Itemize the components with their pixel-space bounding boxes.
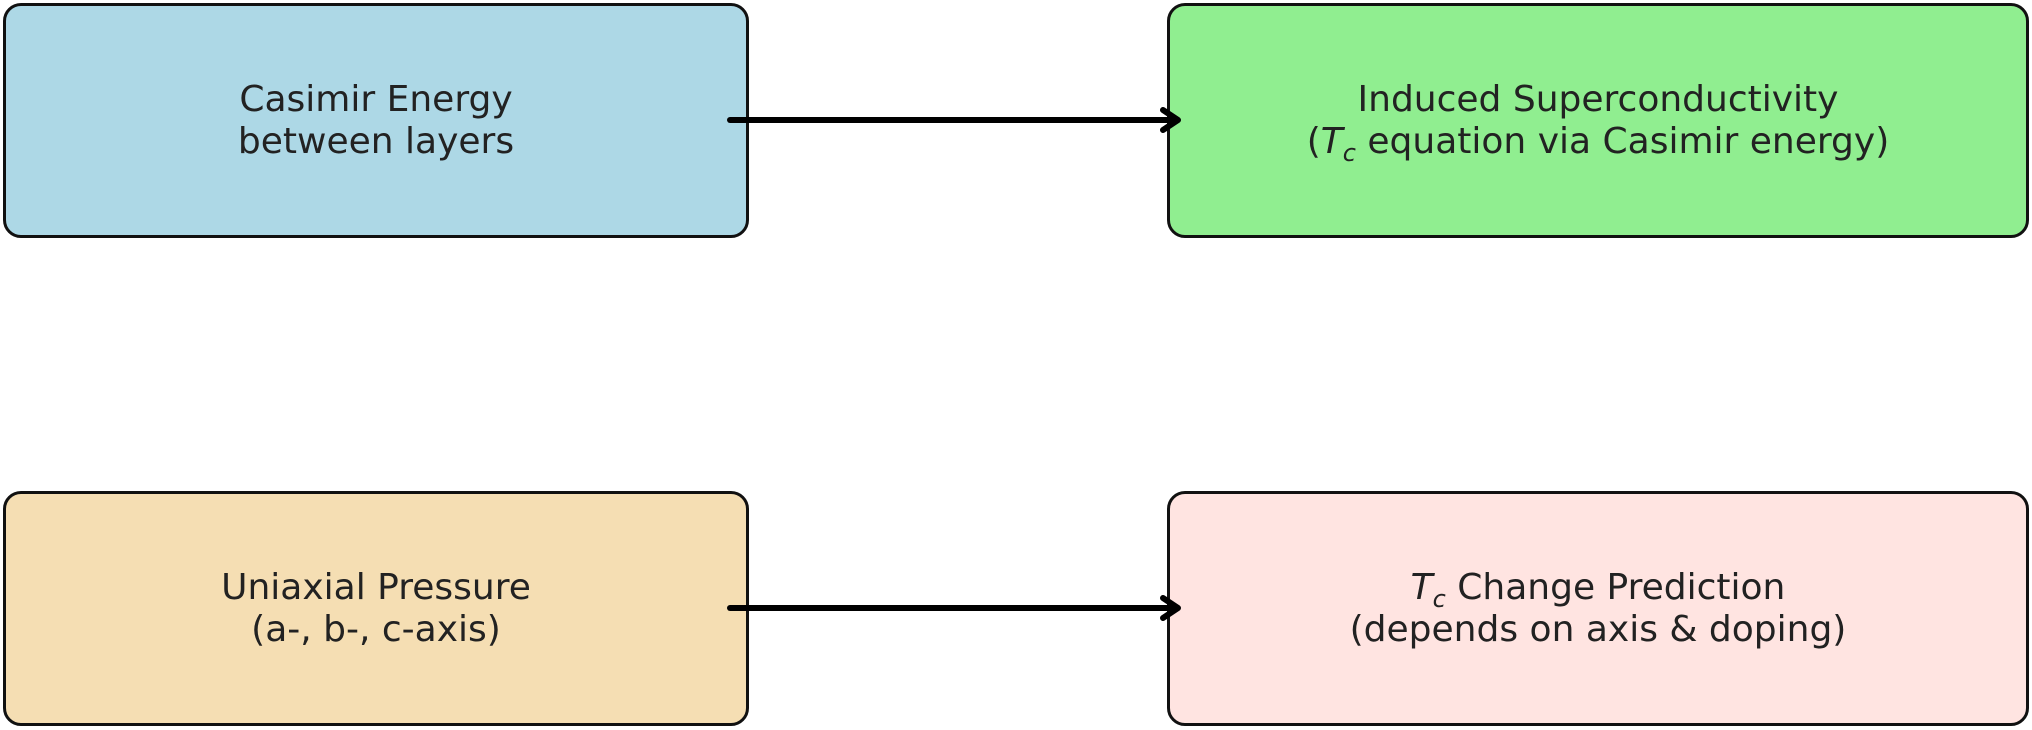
casimir-energy-subtitle: between layers: [237, 120, 515, 162]
tc-change-prediction-box: Tc Change Prediction (depends on axis & …: [1167, 491, 2029, 726]
uniaxial-pressure-subtitle: (a-, b-, c-axis): [251, 608, 501, 650]
tc-symbol: Tc: [1410, 566, 1446, 611]
induced-superconductivity-title: Induced Superconductivity: [1357, 78, 1839, 120]
tc-symbol-main: T: [1410, 566, 1433, 608]
tc-symbol-subscript: c: [1342, 138, 1356, 167]
casimir-energy-box: Casimir Energy between layers: [3, 3, 749, 238]
tc-symbol-subscript: c: [1432, 584, 1446, 613]
induced-superconductivity-box: Induced Superconductivity (Tc equation v…: [1167, 3, 2029, 238]
tc-symbol-main: T: [1320, 120, 1343, 162]
tc-change-prediction-title: Tc Change Prediction: [1410, 566, 1786, 611]
uniaxial-pressure-box: Uniaxial Pressure (a-, b-, c-axis): [3, 491, 749, 726]
induced-superconductivity-subtitle: (Tc equation via Casimir energy): [1306, 120, 1890, 165]
tc-change-title-text: Change Prediction: [1445, 566, 1786, 608]
open-paren: (: [1306, 120, 1321, 162]
uniaxial-pressure-title: Uniaxial Pressure: [221, 566, 531, 608]
arrow-casimir-to-induced: [727, 107, 1181, 133]
tc-change-prediction-subtitle: (depends on axis & doping): [1349, 608, 1847, 650]
induced-subtitle-text: equation via Casimir energy): [1355, 120, 1890, 162]
arrow-pressure-to-tc-change: [727, 595, 1181, 621]
casimir-energy-title: Casimir Energy: [239, 78, 513, 120]
tc-symbol: Tc: [1320, 120, 1356, 165]
